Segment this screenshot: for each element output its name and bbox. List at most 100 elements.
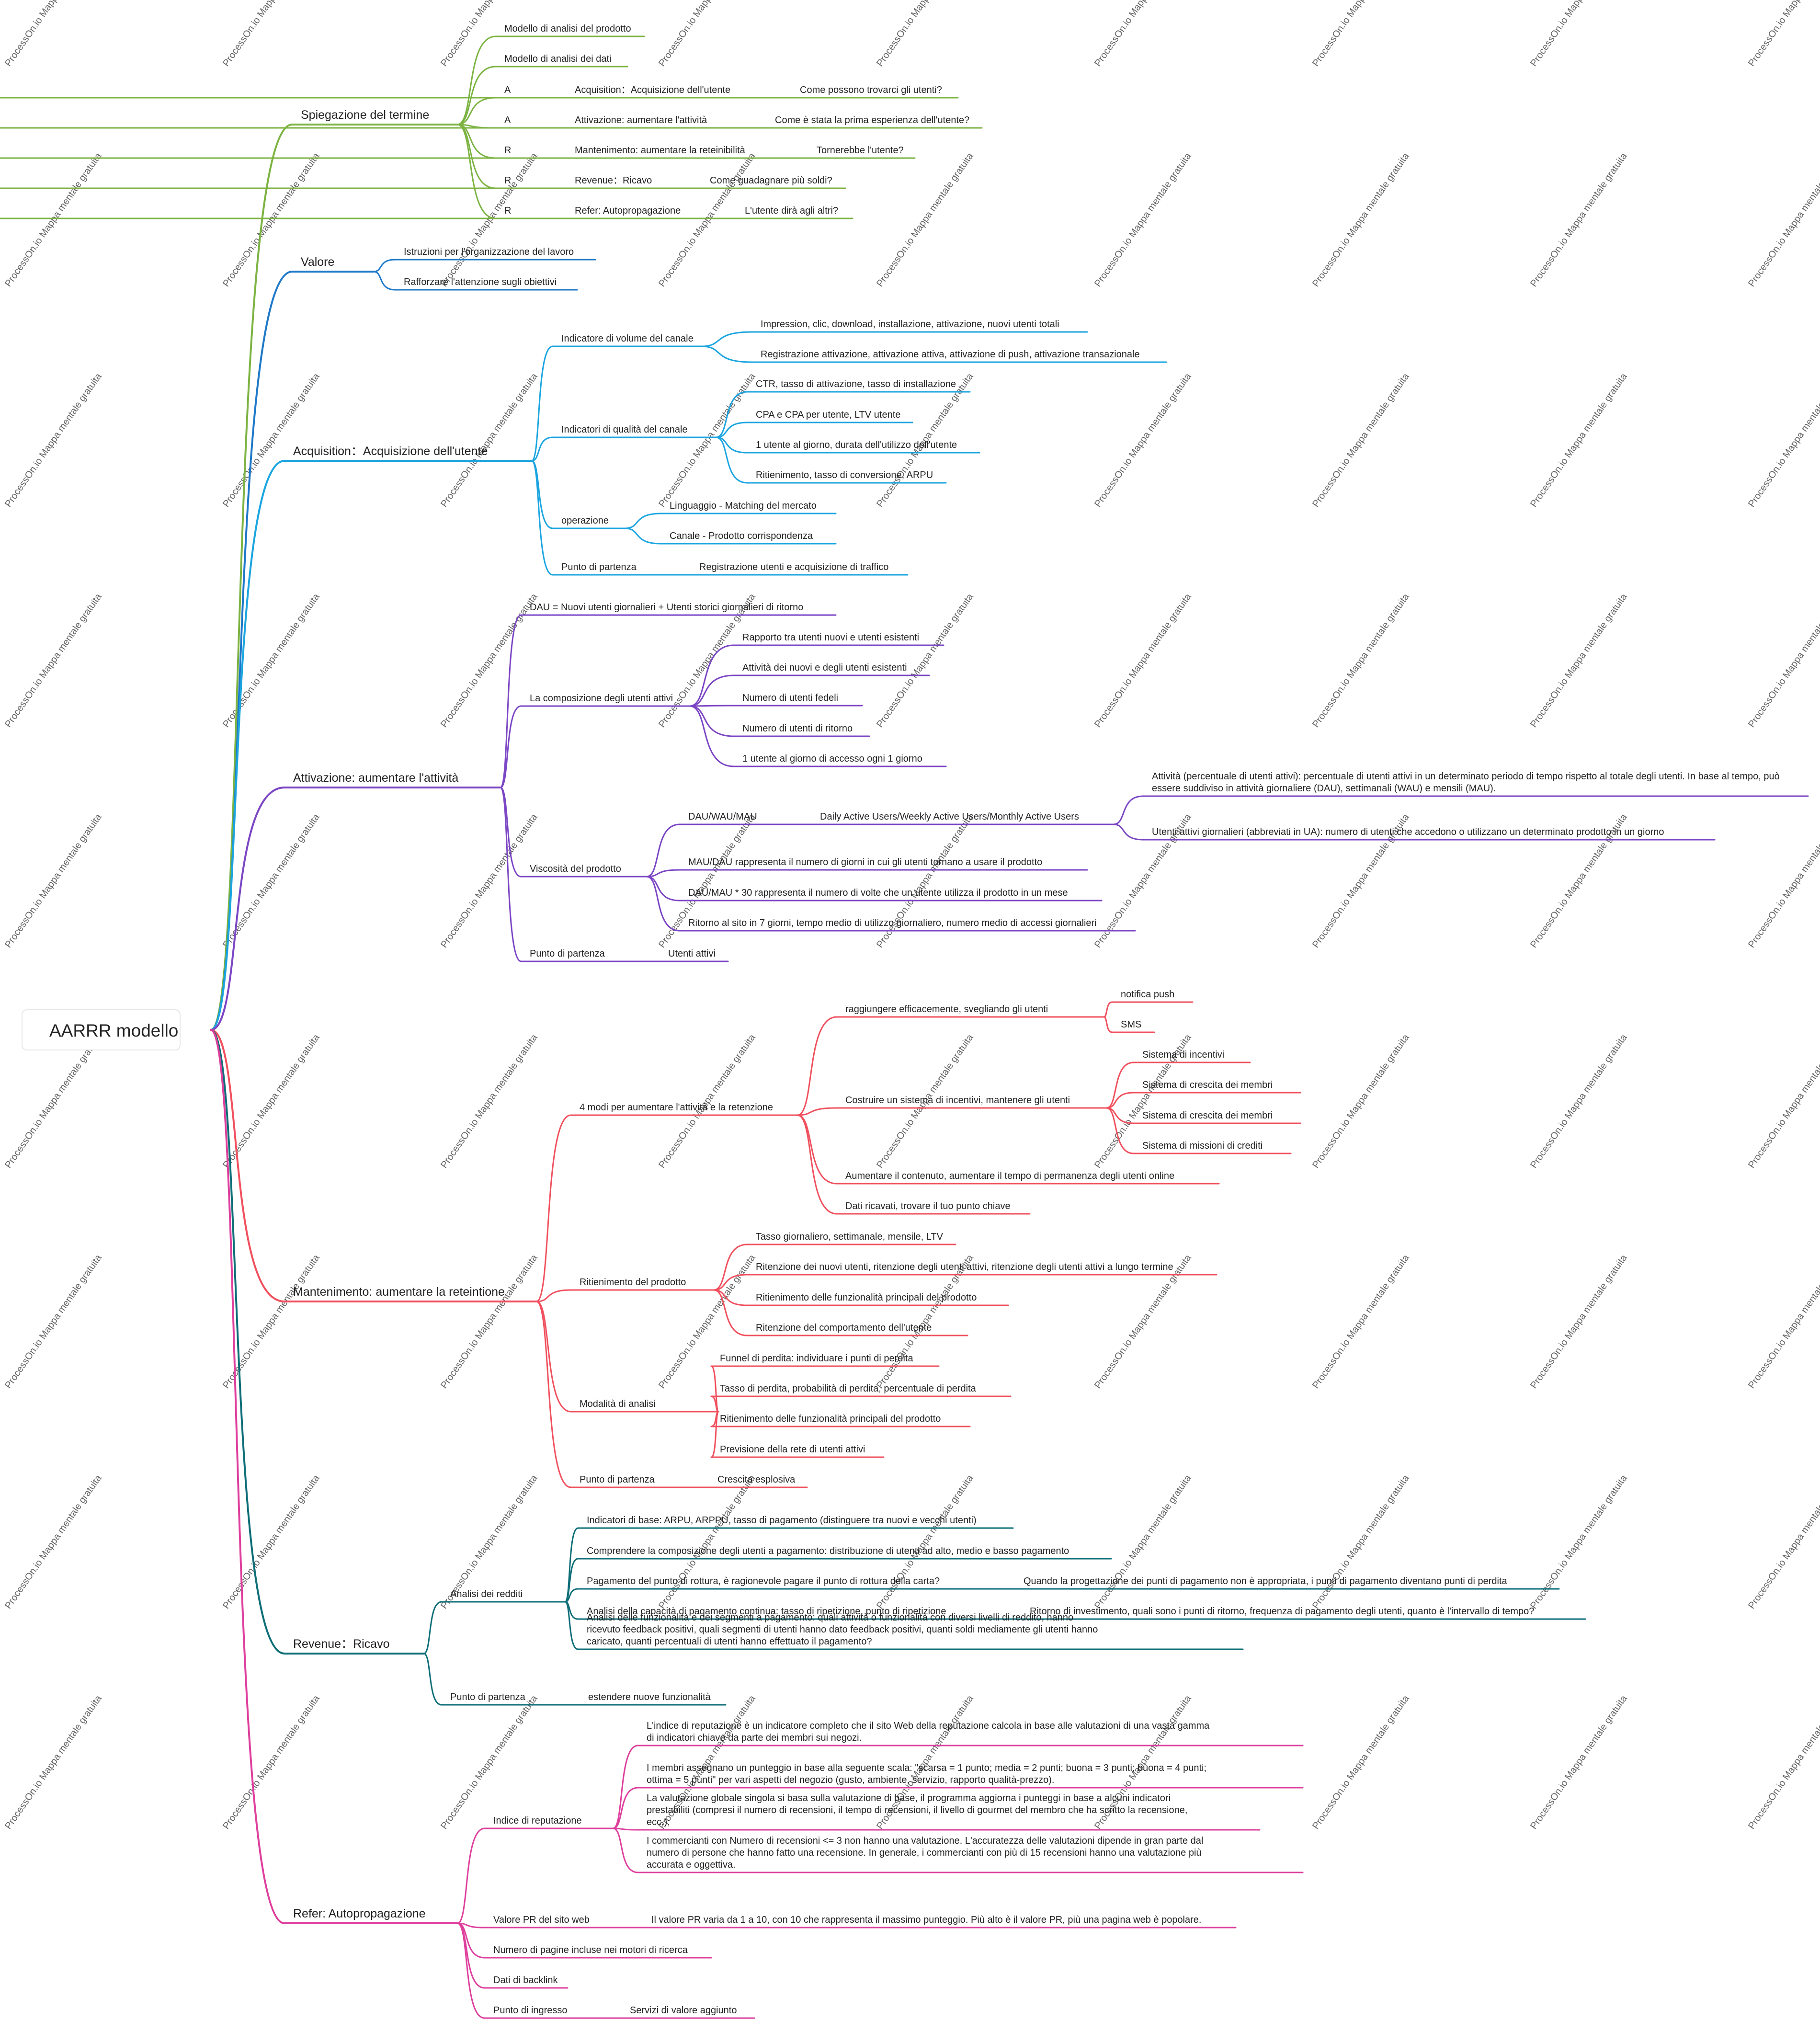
watermark-text: ProcessOn.io Mappa mentale gratuita [439, 592, 540, 730]
connector [1103, 1016, 1113, 1033]
connector [715, 422, 748, 438]
node-label: Indicatori di qualità del canale [561, 424, 688, 435]
watermark-text: ProcessOn.io Mappa mentale gratuita [1092, 1473, 1194, 1611]
connector [701, 345, 753, 363]
connector [1105, 1092, 1135, 1109]
watermark-text: ProcessOn.io Mappa mentale gratuita [439, 151, 540, 289]
watermark-text: ProcessOn.io Mappa mentale gratuita [439, 1032, 540, 1170]
node-label: La valutazione globale singola si basa s… [647, 1793, 1187, 1827]
node-label: R [504, 145, 511, 156]
node-label: I commercianti con Numero di recensioni … [647, 1836, 1203, 1870]
watermark-text: ProcessOn.io Mappa mentale gratuita [1746, 592, 1820, 730]
connector [456, 1922, 486, 1989]
connector [689, 674, 735, 707]
connector [456, 35, 497, 126]
connector [423, 1653, 443, 1706]
watermark-text: ProcessOn.io Mappa mentale gratuita [1092, 1253, 1194, 1391]
node-label: Attività dei nuovi e degli utenti esiste… [742, 662, 907, 673]
watermark-text: ProcessOn.io Mappa mentale gratuita [439, 371, 540, 509]
node-label: Punto di partenza [450, 1692, 526, 1702]
connector [710, 1365, 719, 1413]
node-label: Sistema di incentivi [1142, 1050, 1224, 1060]
connector [1105, 1061, 1135, 1109]
connector [646, 876, 681, 932]
connector [456, 66, 497, 126]
watermark-text: ProcessOn.io Mappa mentale gratuita [1528, 371, 1629, 509]
connector [713, 1289, 748, 1336]
connector [210, 1029, 285, 1655]
connector [535, 1289, 572, 1302]
watermark-text: ProcessOn.io Mappa mentale gratuita [1746, 1253, 1820, 1391]
connector [701, 331, 753, 347]
node-label: Numero di utenti fedeli [742, 693, 838, 703]
connector [500, 787, 522, 962]
connector [646, 869, 681, 878]
node-label: Analisi delle funzionalità e dei segment… [587, 1612, 1098, 1647]
chain-label: estendere nuove funzionalità [588, 1692, 711, 1702]
connector [456, 1827, 486, 1924]
connector [715, 436, 748, 484]
watermark-text: ProcessOn.io Mappa mentale gratuita [439, 1253, 540, 1391]
node-label: Impression, clic, download, installazion… [761, 319, 1059, 330]
watermark-text: ProcessOn.io Mappa mentale gratuita [3, 1693, 104, 1831]
watermark-text: ProcessOn.io Mappa mentale gratuita [1310, 592, 1411, 730]
chain-label: Come guadagnare più soldi? [710, 175, 832, 186]
node-label: Numero di utenti di ritorno [742, 723, 853, 734]
node-label: Indice di reputazione [493, 1815, 582, 1826]
chain-label: Come è stata la prima esperienza dell'ut… [775, 115, 969, 126]
connector [624, 513, 662, 529]
node-label: Registrazione attivazione, attivazione a… [761, 349, 1140, 360]
node-label: DAU/MAU * 30 rappresenta il numero di vo… [688, 888, 1068, 898]
root-node[interactable]: AARRR modello [22, 1009, 181, 1050]
node-label: Istruzioni per l'organizzazione del lavo… [404, 247, 574, 257]
node-label: Ritenzione del comportamento dell'utente [756, 1323, 932, 1333]
node-label: I membri assegnano un punteggio in base … [647, 1763, 1206, 1785]
connector [713, 1274, 748, 1291]
node-label: Punto di ingresso [493, 2005, 568, 2016]
node-label: Sistema di missioni di crediti [1142, 1141, 1263, 1151]
node-label: Canale - Prodotto corrispondenza [670, 531, 813, 541]
watermark-text: ProcessOn.io Mappa mentale gratuita [1528, 0, 1629, 68]
watermark-text: ProcessOn.io Mappa mentale gratuita [657, 1253, 758, 1391]
watermark-text: ProcessOn.io Mappa mentale gratuita [1746, 371, 1820, 509]
watermark-text: ProcessOn.io Mappa mentale gratuita [1528, 1032, 1629, 1170]
chain-label: Quando la progettazione dei punti di pag… [1024, 1576, 1507, 1586]
connector [210, 460, 285, 1031]
node-label: Ritorno al sito in 7 giorni, tempo medio… [688, 918, 1097, 928]
watermark-text: ProcessOn.io Mappa mentale gratuita [3, 1473, 104, 1611]
chain-label: Il valore PR varia da 1 a 10, con 10 che… [651, 1915, 1201, 1925]
root-node-label: AARRR modello [49, 1021, 178, 1040]
watermark-text: ProcessOn.io Mappa mentale gratuita [875, 812, 976, 950]
connector [564, 1558, 579, 1603]
node-label: Tasso giornaliero, settimanale, mensile,… [756, 1232, 944, 1242]
chain-label: Registrazione utenti e acquisizione di t… [699, 562, 888, 572]
node-label: La composizione degli utenti attivi [530, 693, 673, 704]
node-label: MAU/DAU rappresenta il numero di giorni … [688, 857, 1042, 867]
connector [423, 1601, 443, 1655]
node-label: 1 utente al giorno, durata dell'utilizzo… [756, 440, 957, 450]
connector [535, 1301, 572, 1488]
connector [456, 97, 497, 126]
connector [456, 124, 497, 189]
connector [689, 705, 735, 767]
chain-label: Refer: Autopropagazione [575, 205, 681, 216]
watermark-text: ProcessOn.io Mappa mentale gratuita [1092, 0, 1194, 68]
watermark-text: ProcessOn.io Mappa mentale gratuita [1746, 812, 1820, 950]
node-label: Utenti attivi giornalieri (abbreviati in… [1152, 827, 1664, 837]
node-label: Dati ricavati, trovare il tuo punto chia… [845, 1201, 1011, 1211]
branch-label: Refer: Autopropagazione [293, 1907, 426, 1920]
node-label: Pagamento del punto di rottura, è ragion… [587, 1576, 940, 1586]
node-label: Tasso di perdita, probabilità di perdita… [720, 1383, 977, 1394]
connector [535, 1114, 572, 1302]
node-label: SMS [1121, 1019, 1141, 1030]
node-label: Modalità di analisi [580, 1399, 656, 1409]
connector [456, 124, 497, 219]
connector [689, 705, 735, 737]
node-label: A [504, 85, 511, 95]
watermark-text: ProcessOn.io Mappa mentale gratuita [1092, 151, 1194, 289]
connector [531, 460, 554, 529]
chain-label: Servizi di valore aggiunto [630, 2005, 737, 2016]
connector [500, 614, 522, 788]
node-label: Numero di pagine incluse nei motori di r… [493, 1945, 688, 1955]
